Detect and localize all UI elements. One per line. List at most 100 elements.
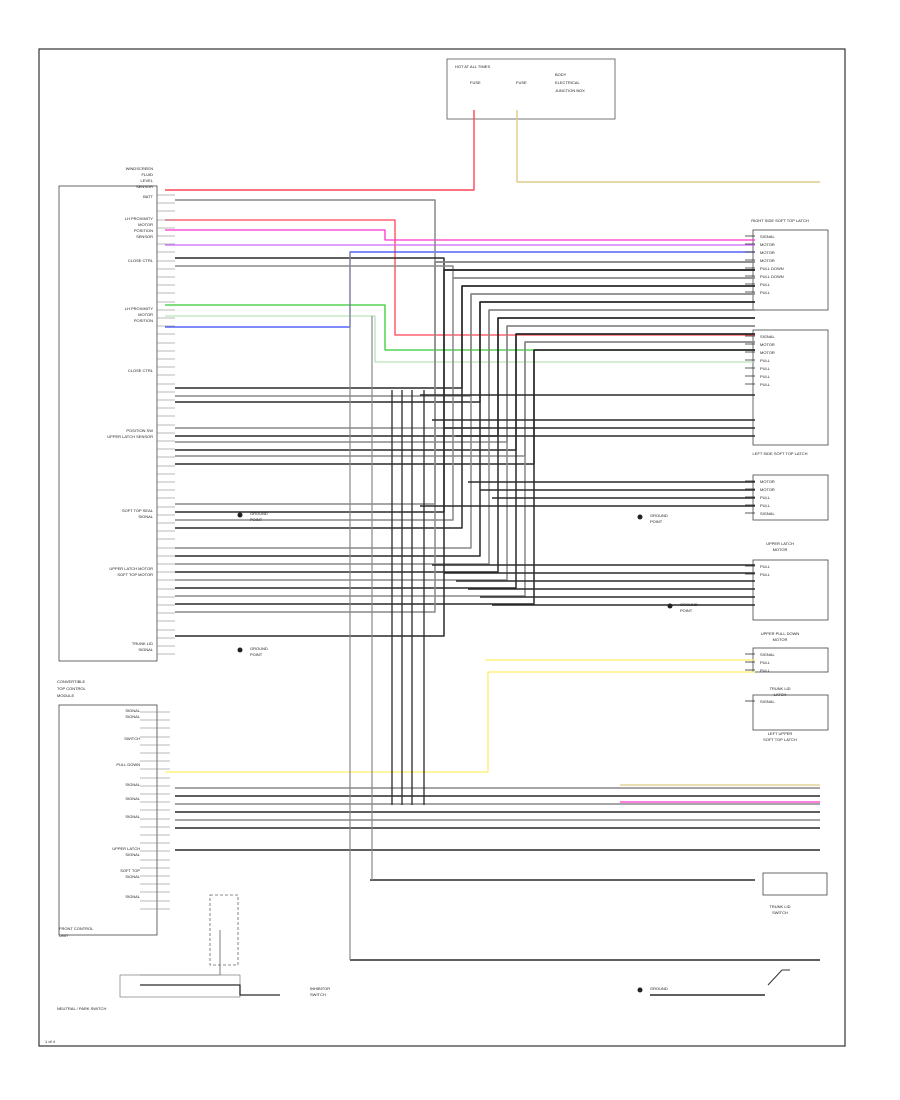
left-bottom-module: FRONT CONTROL UNIT [58,704,158,938]
module-caption: LATCH [774,692,787,697]
ground-label: GROUND [250,646,268,651]
module-caption: LEFT UPPER [768,731,793,736]
wire [165,219,755,336]
pin-label: MOTOR [760,350,775,355]
pin-label: PULL [760,564,771,569]
wire [175,309,755,565]
module-caption: INHIBITOR [310,986,330,991]
relay-box [209,894,239,966]
wire [175,341,755,597]
pin-label: SIGNAL [125,796,140,801]
pin-label: MOTOR [760,258,775,263]
fuse-box-name-2: ELECTRICAL [555,80,580,85]
wire [175,325,755,443]
wire [175,333,755,451]
left-top-module: CONVERTIBLE TOP CONTROL MODULE [57,185,158,698]
pin-label: PULL [760,495,771,500]
pin-label: PULL [760,374,771,379]
pin-label: PULL [760,282,771,287]
module-caption-2: TOP CONTROL [57,686,87,691]
pin-label: PULL [760,290,771,295]
module-caption: MOTOR [773,547,788,552]
pin-label: SWITCH [124,736,140,741]
ground-icon [237,647,243,653]
fuse-box-name-3: JUNCTION BOX [555,88,585,93]
pin-label: UPPER LATCH SENSOR [107,434,153,439]
fuse-label-2: FUSE [516,80,527,85]
module-caption: TRUNK LID [769,904,790,909]
pin-label: BATT [143,194,153,199]
wire [516,110,820,183]
switch-icon [767,969,790,986]
wire [175,261,755,505]
pin-label: POSITION SW [126,428,153,433]
pin-label: PULL [760,668,771,673]
pin-label: MOTOR [760,487,775,492]
wire [175,325,755,581]
wire [175,285,755,529]
ground-label: POINT [680,608,693,613]
ground-label: POINT [250,517,263,522]
wire [175,301,755,403]
pin-label: SENSOR [136,184,153,189]
diagram-border [38,48,846,1047]
pin-label: SIGNAL [125,782,140,787]
wires-layer [140,110,820,996]
pin-label: MOTOR [760,479,775,484]
pin-label: SIGNAL [125,894,140,899]
pin-label: SIGNAL [760,511,775,516]
module-caption-3: MODULE [57,693,74,698]
pin-label: SIGNAL [125,714,140,719]
wire [175,265,755,279]
module-caption: MOTOR [773,637,788,642]
wire [140,930,221,976]
wire [175,333,755,589]
pin-label: CLOSE CTRL [128,258,154,263]
wire [175,199,755,263]
pin-label: MOTOR [138,312,153,317]
fuse-box-title: HOT AT ALL TIMES [455,64,490,69]
pin-label: PULL DOWN [760,274,784,279]
pin-label: LEVEL [141,178,154,183]
pin-label: SIGNAL [760,652,775,657]
wire [175,317,755,437]
wire [165,110,475,191]
ground-icon [637,514,643,520]
pin-label: LH PROXIMITY [125,216,154,221]
module-caption: UPPER PULL DOWN [761,631,800,636]
pin-label: SOFT TOP SEAL [122,508,154,513]
ground-icon [637,987,643,993]
pin-label: SENSOR [136,234,153,239]
module-caption: LEFT SIDE SOFT TOP LATCH [753,451,808,456]
module-caption: SWITCH [310,992,326,997]
module-caption: RIGHT SIDE SOFT TOP LATCH [751,218,809,223]
pin-label: PULL DOWN [116,762,140,767]
wire [165,229,755,241]
ground-label: GROUND [680,602,698,607]
ground-icon [237,512,243,518]
pins-layer [140,194,755,910]
wire [140,984,280,996]
ground-label: GROUND [250,511,268,516]
wire [175,277,755,521]
pin-label: POSITION [134,228,153,233]
pin-label: SIGNAL [125,874,140,879]
pin-label: WINDSCREEN [126,166,153,171]
park-switch-box [119,974,241,998]
module-caption: FRONT CONTROL [59,926,94,931]
pin-label: SIGNAL [138,647,153,652]
pin-label: SIGNAL [125,814,140,819]
pin-label: LH PROXIMITY [125,306,154,311]
module-caption: CONVERTIBLE [57,679,85,684]
pin-label: PULL [760,660,771,665]
fuse-box: HOT AT ALL TIMES FUSE FUSE BODY ELECTRIC… [446,58,616,120]
pin-label: MOTOR [138,222,153,227]
module-caption: SOFT TOP LATCH [763,737,797,742]
wire [165,671,755,773]
module-caption-2: UNIT [59,933,69,938]
wire [175,341,755,457]
wire [175,257,755,271]
ground-label: POINT [650,519,663,524]
pin-label: MOTOR [760,342,775,347]
